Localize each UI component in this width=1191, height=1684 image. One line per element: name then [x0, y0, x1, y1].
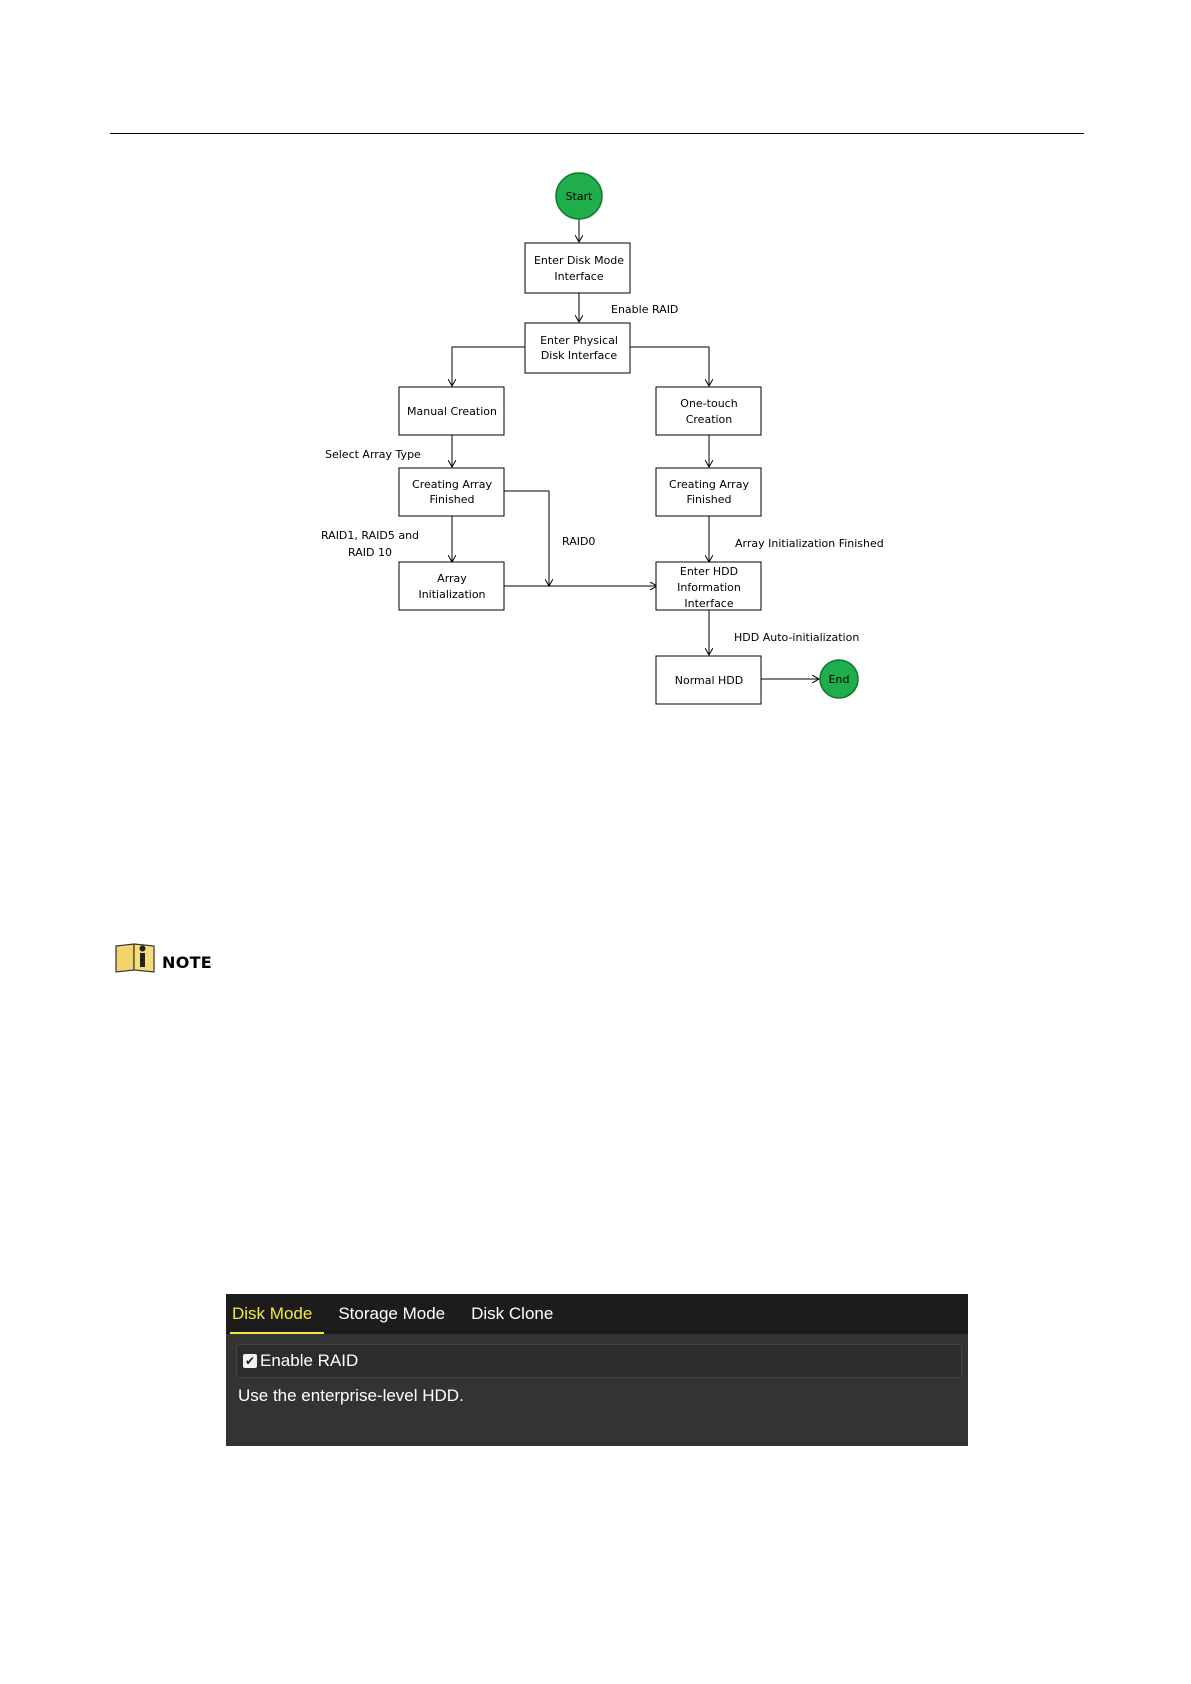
enable-raid-row[interactable]: ✔ Enable RAID	[236, 1344, 962, 1378]
hdd-info-line-3: Interface	[684, 597, 733, 610]
checkmark-icon: ✔	[244, 1354, 256, 1368]
flow-connectors	[452, 218, 819, 679]
box-manual-creation	[398, 386, 505, 436]
edge-physical-to-manual	[452, 346, 525, 386]
manual-creation-label: Manual Creation	[407, 405, 497, 418]
box-physical-disk	[524, 322, 631, 374]
note-callout: NOTE	[114, 940, 212, 974]
box-hdd-info	[655, 561, 762, 611]
edge-label-enable-raid: Enable RAID	[611, 303, 678, 316]
array-init-line-1: Array	[437, 572, 467, 585]
one-touch-line-2: Creation	[686, 413, 733, 426]
edge-raid0	[504, 490, 549, 586]
box-normal-hdd	[655, 655, 762, 705]
edge-label-array-init-finished: Array Initialization Finished	[735, 537, 884, 550]
storage-settings-panel: Disk Mode Storage Mode Disk Clone ✔ Enab…	[226, 1294, 968, 1446]
start-label: Start	[566, 190, 594, 203]
box-disk-mode	[524, 242, 631, 294]
creating-left-line-2: Finished	[429, 493, 474, 506]
note-label: NOTE	[162, 953, 213, 972]
one-touch-line-1: One-touch	[680, 397, 737, 410]
edge-label-hdd-auto-init: HDD Auto-initialization	[734, 631, 859, 644]
flow-boxes	[398, 242, 762, 705]
physical-disk-line-2: Disk Interface	[541, 349, 618, 362]
creating-right-line-2: Finished	[686, 493, 731, 506]
box-one-touch	[655, 386, 762, 436]
creating-left-line-1: Creating Array	[412, 478, 492, 491]
box-array-init	[398, 561, 505, 611]
end-label: End	[829, 673, 850, 686]
enable-raid-label: Enable RAID	[260, 1351, 359, 1370]
edge-label-raid-levels-line-2: RAID 10	[348, 546, 392, 559]
physical-disk-line-1: Enter Physical	[540, 334, 618, 347]
start-node	[555, 172, 603, 220]
hdd-info-line-1: Enter HDD	[680, 565, 738, 578]
end-node	[819, 659, 859, 699]
normal-hdd-label: Normal HDD	[675, 674, 744, 687]
array-init-line-2: Initialization	[418, 588, 485, 601]
creating-right-line-1: Creating Array	[669, 478, 749, 491]
box-creating-right	[655, 467, 762, 517]
edge-label-raid0: RAID0	[562, 535, 595, 548]
box-creating-left	[398, 467, 505, 517]
hdd-info-line-2: Information	[677, 581, 741, 594]
tab-disk-clone[interactable]: Disk Clone	[471, 1304, 554, 1323]
edge-physical-to-one-touch	[630, 346, 709, 386]
disk-mode-line-2: Interface	[554, 270, 603, 283]
raid-flowchart: Start End Enter Disk Mode Interface Ente…	[321, 172, 884, 705]
enable-raid-checkbox[interactable]: ✔	[243, 1354, 257, 1368]
tab-disk-mode[interactable]: Disk Mode	[230, 1294, 325, 1334]
tab-storage-mode[interactable]: Storage Mode	[338, 1304, 446, 1323]
enterprise-hdd-hint: Use the enterprise-level HDD.	[238, 1386, 464, 1405]
tab-bar: Disk Mode Storage Mode Disk Clone	[226, 1294, 968, 1334]
header-rule	[110, 133, 1084, 134]
disk-mode-line-1: Enter Disk Mode	[534, 254, 624, 267]
edge-label-raid-levels-line-1: RAID1, RAID5 and	[321, 529, 419, 542]
info-book-icon	[115, 943, 155, 973]
edge-label-select-array-type: Select Array Type	[325, 448, 421, 461]
